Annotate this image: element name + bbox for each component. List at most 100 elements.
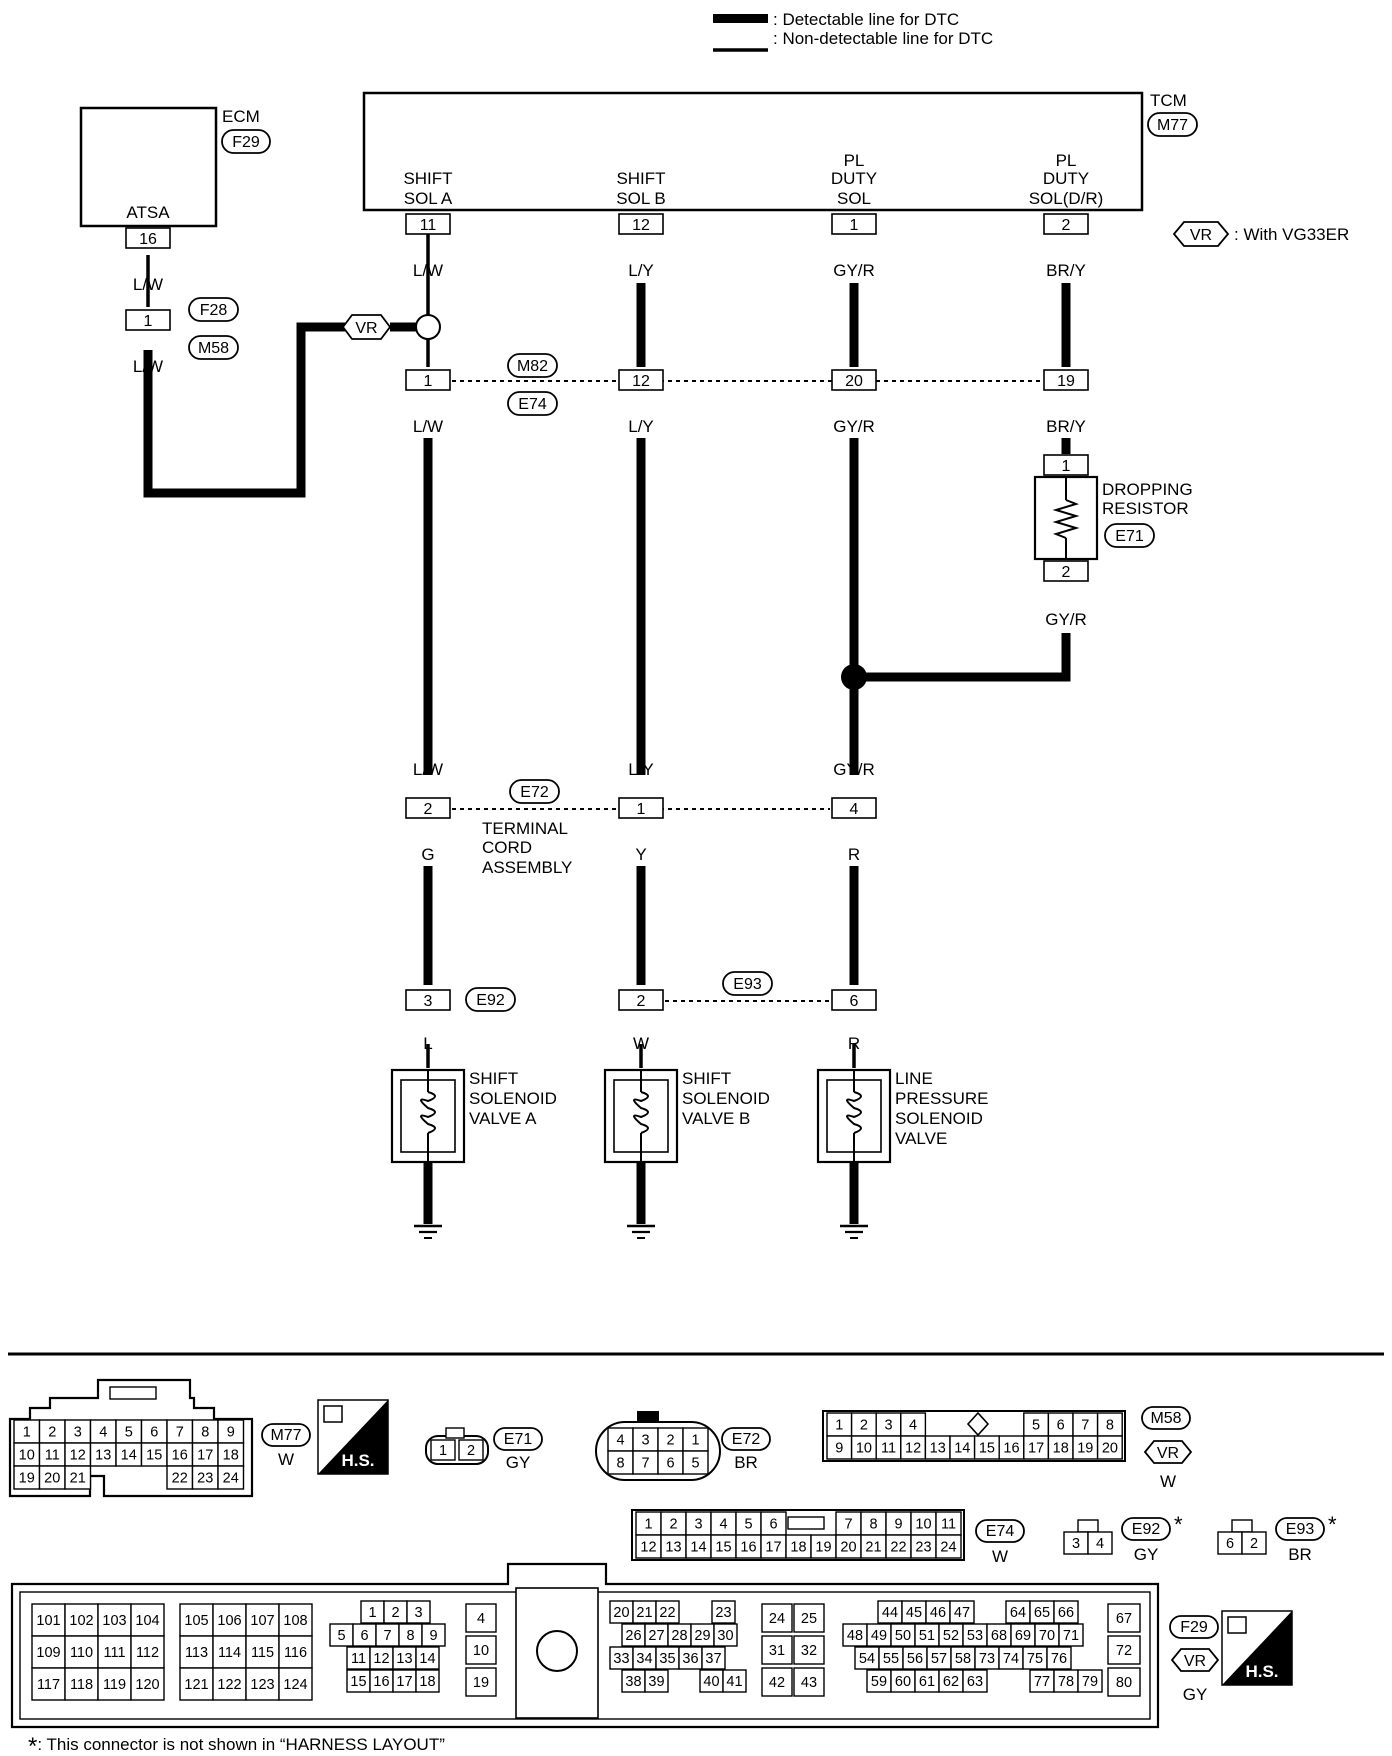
resistor-icon [1052,499,1080,539]
ecm-pin: 16 [139,231,157,248]
resistor-name-line1: DROPPING [1102,480,1193,499]
connector-cavity [465,1635,497,1665]
connector-pin-number: 18 [419,1674,435,1690]
connector-pin-number: 73 [979,1651,995,1667]
ecm-module: ECM F29 ATSA [79,106,271,228]
connector-cavity [1046,1646,1072,1670]
connector-badge [1275,1517,1325,1541]
wire-label-pl3: GY/R [833,760,875,779]
connector-pin-number: 64 [1010,1605,1026,1621]
connector-pin-number: 6 [1226,1536,1234,1552]
e71-latch [445,1427,465,1439]
connector-cavity [761,1635,793,1665]
m82-pin-dr: 19 [1057,373,1075,390]
connector-pin-number: 32 [801,1643,817,1659]
connector-color-label: GY [1134,1545,1159,1564]
connector-cavity [682,1450,709,1475]
connector-pin-number: 102 [69,1613,93,1629]
connector-pin-number: 101 [36,1613,60,1629]
connector-pin-number: 4 [99,1425,107,1441]
connector-pin-number: 123 [250,1677,274,1693]
resistor-pin2-box [1043,560,1089,582]
connector-pin-number: 60 [895,1674,911,1690]
connector-pin-number: 12 [70,1448,86,1464]
connector-pin-number: 24 [940,1540,956,1556]
connector-cavity [711,1600,736,1624]
connector-pin-number: 103 [102,1613,126,1629]
coil-icon [846,1091,862,1134]
connector-pin-number: 23 [915,1540,931,1556]
connector-color-label: GY [1183,1685,1208,1704]
valve-a-line3: VALVE A [469,1109,537,1128]
coil-icon [420,1091,436,1134]
connector-pin-number: 2 [666,1433,674,1449]
tcm-connector-badge [1147,112,1198,137]
connector-pin-number: 61 [919,1674,935,1690]
connector-cavity [1241,1531,1267,1555]
connector-pin-number: 20 [613,1605,629,1621]
connector-pin-number: 7 [844,1517,852,1533]
ecm-connector-id: F29 [232,134,260,151]
connector-pin-number: 2 [1250,1536,1258,1552]
connector-cavity [130,1635,165,1669]
tcm-pin-b: 12 [632,217,650,234]
tcm-pin-dr: 2 [1062,217,1071,234]
connector-pin-number: 35 [659,1651,675,1667]
connector-pin-number: 80 [1116,1675,1132,1691]
connector-pin-number: 2 [391,1605,399,1621]
e93-latch [1231,1519,1253,1533]
resistor-pin1: 1 [1062,458,1071,475]
connector-pin-number: 43 [801,1675,817,1691]
connector-pin-number: 69 [1015,1628,1031,1644]
connector-pin-number: 120 [135,1677,159,1693]
wire-label-pl4: R [848,845,860,864]
connector-pin-number: 13 [930,1441,946,1457]
e72-pin-a-box [405,797,451,819]
connector-cavity [1058,1623,1084,1647]
valve-b-line2: SOLENOID [682,1089,770,1108]
connector-cavity [217,1465,245,1490]
connector-cavity [97,1667,132,1701]
e71-badge-text: E71 [1115,528,1144,545]
harness-side-triangle [318,1400,388,1474]
wire-labels-tcm: L/W L/Y GY/R BR/Y [413,261,1086,280]
connector-pin-number: 3 [1072,1536,1080,1552]
connector-pin-number: 42 [769,1675,785,1691]
connector-color-label: W [278,1450,294,1469]
legend: : Detectable line for DTC : Non-detectab… [713,10,993,52]
vr-splice: VR [341,314,441,340]
connector-pin-number: 105 [184,1613,208,1629]
connector-cavity [1107,1603,1141,1633]
connector-pin-number: 79 [1082,1674,1098,1690]
connector-pin-number: 9 [894,1517,902,1533]
connector-cavity [97,1635,132,1669]
legend-non-detectable-text: : Non-detectable line for DTC [773,29,993,48]
connector-badge [1169,1615,1219,1639]
valve-b-line1: SHIFT [682,1069,731,1088]
connector-pin-number: 7 [641,1456,649,1472]
connector-pin-number: 15 [350,1674,366,1690]
connector-pin-number: 19 [815,1540,831,1556]
connector-pin-number: 38 [625,1674,641,1690]
harness-side-label: H.S. [341,1451,374,1470]
connector-cavity [278,1635,313,1669]
connector-pin-number: 21 [865,1540,881,1556]
connector-pin-number: 11 [45,1448,60,1464]
connector-pin-number: 39 [648,1674,664,1690]
connector-pin-number: 20 [840,1540,856,1556]
e93-pin-b: 2 [637,993,646,1010]
f28-pin-box [125,309,171,331]
f28-badge [188,297,239,322]
legend-thick-line [713,14,768,23]
vr-badge [1143,1440,1193,1464]
wire-label-pl5: R [848,1034,860,1053]
connector-pin-number: 4 [1096,1536,1104,1552]
connector-pin-number: 17 [1028,1441,1044,1457]
f28-connector: L/W 1 F28 M58 L/W [125,275,239,376]
connector-pin-number: 3 [884,1418,892,1434]
connector-pin-number: 45 [906,1605,922,1621]
connector-cavity [644,1669,669,1693]
connector-cavity [130,1667,165,1701]
